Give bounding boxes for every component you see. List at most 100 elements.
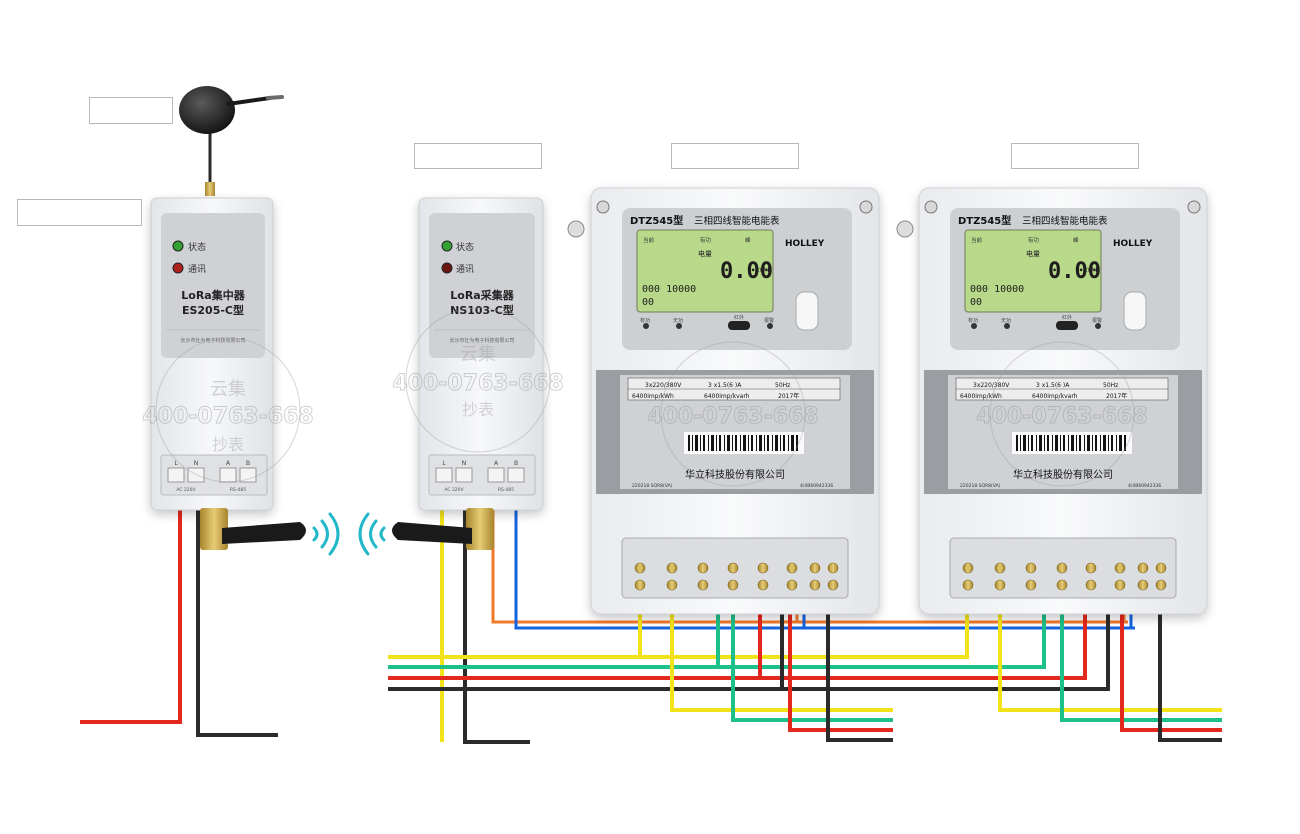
meter1-page-button[interactable] <box>795 291 819 331</box>
meter2-page-button[interactable] <box>1123 291 1147 331</box>
screw-icon <box>1187 200 1201 214</box>
collector-black-wire <box>463 505 530 744</box>
collector-label-box <box>414 143 542 169</box>
watermark-text-a-2: 云集 <box>460 344 496 365</box>
led-icon <box>767 323 773 329</box>
meter2-lcd-value: 0.00 <box>1048 259 1101 284</box>
collector-model-line1: LoRa采集器 <box>450 288 514 302</box>
meter2-brand: HOLLEY <box>1113 239 1153 249</box>
meter1-btn-label-2: 红外 <box>734 314 744 321</box>
meter2-btn-label-3: 报警 <box>1092 317 1102 324</box>
comm-led-icon <box>172 262 184 274</box>
meter1-spec-2: 50Hz <box>775 382 790 389</box>
meter2-btn-label-2: 红外 <box>1062 314 1072 321</box>
meter1-company: 华立科技股份有限公司 <box>685 468 785 481</box>
antenna-base-icon <box>179 86 235 134</box>
collector-comm-label: 通讯 <box>456 264 474 275</box>
meter1-title: 三相四线智能电能表 <box>694 215 780 227</box>
concentrator-red-wire <box>80 505 182 724</box>
meter1-btn-label-3: 报警 <box>764 317 774 324</box>
meter2-btn-label-1: 无功 <box>1001 317 1011 324</box>
meter1-btn-label-0: 有功 <box>640 317 650 324</box>
meter2-model: DTZ545型 <box>958 214 1011 227</box>
collector-model-line2: NS103-C型 <box>450 303 514 317</box>
watermark-text-a: 云集 <box>210 379 246 400</box>
meter2-serial-left: 220218 SOR8(VA) <box>960 483 1001 489</box>
collector-terminal-a: A <box>494 460 499 467</box>
concentrator-terminal-n: N <box>194 460 199 467</box>
watermark-phone-2: 400-0763-668 <box>392 371 563 396</box>
wireless-signal-icon <box>312 512 386 556</box>
concentrator-model-line2: ES205-C型 <box>182 303 244 317</box>
meter2-company: 华立科技股份有限公司 <box>1013 468 1113 481</box>
meter2-lcd-top-0: 当前 <box>971 236 983 244</box>
collector-terminals: L N A B AC 220V RS-485 <box>435 460 525 493</box>
concentrator-comm-label: 通讯 <box>188 264 206 275</box>
watermark <box>155 307 1135 487</box>
meter1-spec-5: 2017年 <box>778 392 799 400</box>
meter2-lcd-top-1: 有功 <box>1028 236 1040 244</box>
watermark-phone-4: 400-0763-668 <box>976 404 1147 429</box>
led-icon <box>1004 323 1010 329</box>
led-icon <box>971 323 977 329</box>
meter1-lcd-small2: 00 <box>642 297 654 308</box>
barcode-icon <box>684 432 804 454</box>
collector-terminal-b: B <box>514 460 518 467</box>
meter1-serial-left: 220218 SOR8(VA) <box>632 483 673 489</box>
collector-terminal-n: N <box>462 460 467 467</box>
collector-blue-wire <box>514 505 1135 630</box>
meter1-spec-3: 6400imp/kWh <box>632 393 674 400</box>
concentrator-status-label: 状态 <box>188 241 206 253</box>
infrared-port-icon <box>1056 321 1078 330</box>
led-icon <box>676 323 682 329</box>
led-icon <box>643 323 649 329</box>
collector-terminal-sub-485: RS-485 <box>498 487 514 493</box>
barcode-icon <box>1012 432 1132 454</box>
meter1-lcd-top-1: 有功 <box>700 236 712 244</box>
concentrator-model-line1: LoRa集中器 <box>181 288 245 302</box>
meter1-lcd-top-0: 当前 <box>643 236 655 244</box>
meter1-lcd-qty: 电量 <box>698 249 712 258</box>
meter2-spec-3: 6400imp/kWh <box>960 393 1002 400</box>
concentrator-label-box <box>17 199 142 226</box>
meter1-spec-0: 3x220/380V <box>645 382 682 389</box>
meter1-model: DTZ545型 <box>630 214 683 227</box>
screw-icon <box>896 220 914 238</box>
concentrator-black-wire <box>196 505 278 737</box>
infrared-port-icon <box>728 321 750 330</box>
screw-icon <box>567 220 585 238</box>
meter2-serial-right: 4/4B60942336 <box>1128 483 1161 489</box>
meter1-btn-label-1: 无功 <box>673 317 683 324</box>
watermark-phone-1: 400-0763-668 <box>142 404 313 429</box>
meter2-spec-2: 50Hz <box>1103 382 1118 389</box>
watermark-text-b-2: 抄表 <box>462 400 494 419</box>
meter1-lcd <box>636 229 774 313</box>
concentrator-terminal-b: B <box>246 460 250 467</box>
meter-2: DTZ545型 三相四线智能电能表 当前 有功 峰 电量 0.00 kW h 0… <box>896 187 1208 615</box>
watermark-phone-3: 400-0763-668 <box>647 404 818 429</box>
concentrator-device: 状态 通讯 LoRa集中器 ES205-C型 长沙市壮为电子科技有限公司 L N… <box>150 86 306 550</box>
meter1-label-box <box>671 143 799 169</box>
concentrator-company: 长沙市壮为电子科技有限公司 <box>180 337 245 344</box>
screw-icon <box>924 200 938 214</box>
collector-status-label: 状态 <box>456 241 474 253</box>
meter1-spec-4: 6400imp/kvarh <box>704 393 750 400</box>
antenna-label-box <box>89 97 173 124</box>
watermark-text-b: 抄表 <box>212 435 244 454</box>
meter2-lcd-small1: 000 10000 <box>970 284 1024 295</box>
collector-terminal-sub-power: AC 220V <box>444 487 464 493</box>
screw-icon <box>596 200 610 214</box>
meter1-lcd-value: 0.00 <box>720 259 773 284</box>
meter1-lcd-small1: 000 10000 <box>642 284 696 295</box>
meter2-lcd-unit: kW h <box>1084 267 1099 274</box>
meter1-terminal-block <box>634 562 839 591</box>
comm-led-icon <box>441 262 453 274</box>
meter2-title: 三相四线智能电能表 <box>1022 215 1108 227</box>
collector-company: 长沙市壮为电子科技有限公司 <box>449 337 514 344</box>
status-led-icon <box>172 240 184 252</box>
meter2-lcd-small2: 00 <box>970 297 982 308</box>
meter1-serial-right: 4/4B60942336 <box>800 483 833 489</box>
concentrator-terminal-sub-power: AC 220V <box>176 487 196 493</box>
meter2-spec-0: 3x220/380V <box>973 382 1010 389</box>
